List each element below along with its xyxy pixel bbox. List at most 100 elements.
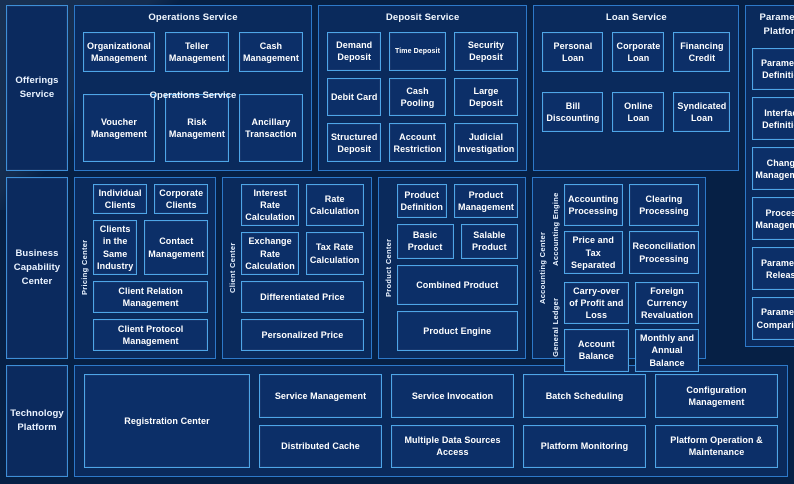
vertical-label-general-ledger: General Ledger — [551, 297, 560, 357]
item-demand-deposit[interactable]: Demand Deposit — [326, 32, 382, 71]
group-title-operations-service: Operations Service — [148, 12, 238, 23]
group-client-center: Pricing Center Individual Clients Corpor… — [74, 177, 217, 359]
item-price-and-tax-separated[interactable]: Price and Tax Separated — [564, 231, 623, 274]
item-personal-loan[interactable]: Personal Loan — [542, 32, 604, 72]
item-ancillary-transaction[interactable]: Ancillary Transaction — [238, 94, 303, 162]
item-financing-credit[interactable]: Financing Credit — [673, 32, 731, 72]
item-voucher-management[interactable]: Voucher Management — [83, 94, 155, 162]
pricing-center-items: Interest Rate Calculation Rate Calculati… — [241, 184, 364, 351]
item-platform-operation-and-maintenance[interactable]: Platform Operation & Maintenance — [655, 424, 778, 468]
item-monthly-and-annual-balance[interactable]: Monthly and Annual Balance — [634, 329, 700, 372]
item-contact-management[interactable]: Contact Management — [144, 220, 209, 275]
general-ledger-block: General Ledger Carry-over of Profit and … — [551, 281, 700, 372]
item-multiple-data-sources-access[interactable]: Multiple Data Sources Access — [391, 424, 514, 468]
item-interest-rate-calculation[interactable]: Interest Rate Calculation — [241, 184, 299, 227]
row-label-business-capability-center: Business Capability Center — [6, 177, 68, 359]
item-product-definition[interactable]: Product Definition — [396, 184, 447, 219]
technology-platform-group: Registration Center Service Management D… — [74, 365, 788, 477]
item-clearing-processing[interactable]: Clearing Processing — [628, 184, 700, 227]
item-tax-rate-calculation[interactable]: Tax Rate Calculation — [305, 232, 364, 275]
item-cash-management[interactable]: Cash Management — [238, 32, 303, 72]
item-account-restriction[interactable]: Account Restriction — [389, 123, 446, 162]
item-debit-card[interactable]: Debit Card — [326, 77, 382, 117]
item-clients-in-the-same-industry[interactable]: Clients in the Same Industry — [93, 220, 138, 275]
item-risk-management[interactable]: Risk Management — [164, 94, 229, 162]
group-operations-service: Operations Service Operations Service Or… — [74, 5, 312, 171]
item-time-deposit[interactable]: Time Deposit — [389, 32, 446, 71]
item-distributed-cache[interactable]: Distributed Cache — [259, 424, 382, 468]
item-product-engine[interactable]: Product Engine — [396, 310, 518, 351]
item-organizational-management[interactable]: Organizational Management — [83, 32, 155, 72]
item-structured-deposit[interactable]: Structured Deposit — [326, 123, 382, 162]
vertical-label-accounting-center: Accounting Center — [538, 231, 547, 304]
item-corporate-loan[interactable]: Corporate Loan — [612, 32, 665, 72]
group-title-deposit-service: Deposit Service — [385, 12, 460, 23]
item-corporate-clients[interactable]: Corporate Clients — [154, 184, 209, 215]
tech-column-3: Batch Scheduling Platform Monitoring — [523, 374, 646, 468]
group-deposit-service: Deposit Service Demand Deposit Time Depo… — [317, 5, 528, 171]
group-title-parameter-platform: Parameter Platform — [759, 12, 794, 38]
item-bill-discounting[interactable]: Bill Discounting — [542, 92, 604, 132]
group-accounting-center: Accounting Center Accounting Engine Acco… — [532, 177, 707, 372]
deposit-service-items: Demand Deposit Time Deposit Security Dep… — [326, 32, 519, 162]
item-parameter-comparison[interactable]: Parameter Comparison — [752, 297, 794, 341]
item-teller-management[interactable]: Teller Management — [164, 32, 229, 72]
item-differentiated-price[interactable]: Differentiated Price — [241, 280, 364, 313]
item-syndicated-loan[interactable]: Syndicated Loan — [673, 92, 731, 132]
row-label-technology-platform: Technology Platform — [6, 365, 68, 477]
item-change-management[interactable]: Change Management — [752, 147, 794, 191]
item-judicial-investigation[interactable]: Judicial Investigation — [453, 123, 519, 162]
item-registration-center[interactable]: Registration Center — [84, 374, 250, 468]
item-accounting-processing[interactable]: Accounting Processing — [564, 184, 623, 227]
item-carry-over-of-profit-and-loss[interactable]: Carry-over of Profit and Loss — [564, 281, 629, 325]
item-exchange-rate-calculation[interactable]: Exchange Rate Calculation — [241, 232, 299, 275]
technology-platform-columns: Service Management Distributed Cache Ser… — [259, 374, 778, 468]
tech-column-2: Service Invocation Multiple Data Sources… — [391, 374, 514, 468]
item-combined-product[interactable]: Combined Product — [396, 264, 518, 305]
item-personalized-price[interactable]: Personalized Price — [241, 318, 364, 351]
technology-platform-band: Technology Platform Registration Center … — [6, 365, 788, 477]
row-label-offerings-service: Offerings Service — [6, 5, 68, 171]
item-service-invocation[interactable]: Service Invocation — [391, 374, 514, 418]
item-client-protocol-management[interactable]: Client Protocol Management — [93, 318, 209, 351]
item-rate-calculation[interactable]: Rate Calculation — [305, 184, 364, 227]
item-basic-product[interactable]: Basic Product — [396, 224, 454, 259]
item-client-relation-management[interactable]: Client Relation Management — [93, 280, 209, 313]
group-product-center: Product Center Product Definition Produc… — [377, 177, 526, 359]
item-security-deposit[interactable]: Security Deposit — [453, 32, 519, 71]
item-batch-scheduling[interactable]: Batch Scheduling — [523, 374, 646, 418]
vertical-label-pricing-center: Pricing Center — [80, 239, 89, 296]
item-online-loan[interactable]: Online Loan — [612, 92, 665, 132]
loan-service-items: Personal Loan Corporate Loan Financing C… — [542, 32, 731, 162]
client-center-items: Individual Clients Corporate Clients Cli… — [93, 184, 209, 351]
item-parameter-release[interactable]: Parameter Release — [752, 247, 794, 291]
item-individual-clients[interactable]: Individual Clients — [93, 184, 148, 215]
item-account-balance[interactable]: Account Balance — [564, 329, 629, 372]
group-parameter-platform: Parameter Platform Parameter Definition … — [745, 5, 794, 347]
item-product-management[interactable]: Product Management — [454, 184, 518, 219]
item-salable-product[interactable]: Salable Product — [460, 224, 519, 259]
item-cash-pooling[interactable]: Cash Pooling — [389, 77, 446, 117]
item-platform-monitoring[interactable]: Platform Monitoring — [523, 424, 646, 468]
group-title-loan-service: Loan Service — [605, 12, 667, 23]
business-capability-groups: Pricing Center Individual Clients Corpor… — [74, 177, 707, 372]
accounting-engine-block: Accounting Engine Accounting Processing … — [551, 184, 700, 274]
item-parameter-definition[interactable]: Parameter Definition — [752, 47, 794, 91]
tech-column-1: Service Management Distributed Cache — [259, 374, 382, 468]
item-service-management[interactable]: Service Management — [259, 374, 382, 418]
item-large-deposit[interactable]: Large Deposit — [453, 77, 519, 117]
item-configuration-management[interactable]: Configuration Management — [655, 374, 778, 418]
item-foreign-currency-revaluation[interactable]: Foreign Currency Revaluation — [634, 281, 700, 325]
item-interface-definition[interactable]: Interface Definition — [752, 97, 794, 141]
group-loan-service: Loan Service Personal Loan Corporate Loa… — [533, 5, 740, 171]
item-process-management[interactable]: Process Management — [752, 197, 794, 241]
item-reconciliation-processing[interactable]: Reconciliation Processing — [628, 231, 700, 274]
offerings-service-band: Offerings Service Operations Service Ope… — [6, 5, 794, 347]
accounting-center-blocks: Accounting Engine Accounting Processing … — [551, 184, 700, 372]
product-center-items: Product Definition Product Management Ba… — [396, 184, 519, 351]
vertical-label-client-center: Client Center — [228, 242, 238, 293]
operations-service-items: Organizational Management Teller Managem… — [83, 32, 303, 162]
group-pricing-center: Client Center Interest Rate Calculation … — [222, 177, 372, 359]
vertical-label-product-center: Product Center — [383, 238, 393, 297]
